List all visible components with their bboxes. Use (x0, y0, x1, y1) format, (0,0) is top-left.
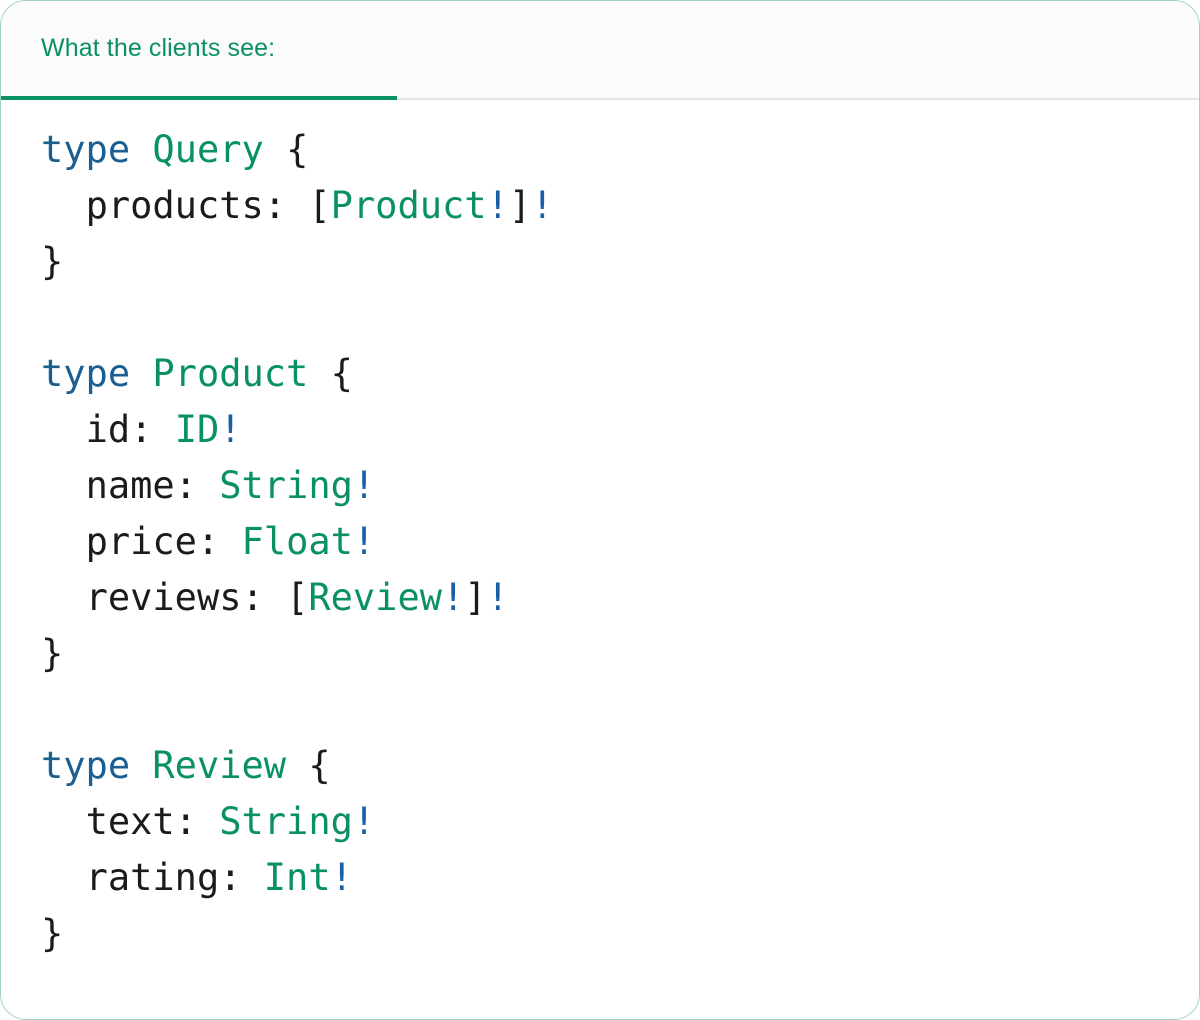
token-non-null-bang: ! (352, 520, 376, 563)
token-colon: : (130, 408, 153, 451)
token-non-null-bang: ! (486, 184, 509, 227)
token-type-name: Query (152, 128, 264, 171)
token-keyword: type (41, 744, 131, 787)
token-brace-close: } (41, 912, 64, 955)
token-bracket-open: [ (308, 184, 331, 227)
code-line-field: text: String! (41, 800, 376, 843)
tab-strip: What the clients see: (1, 1, 1199, 100)
token-non-null-bang: ! (442, 576, 465, 619)
token-brace-open: { (330, 352, 353, 395)
code-line-field: price: Float! (41, 520, 376, 563)
code-line-field: reviews: [Review!]! (41, 576, 509, 619)
token-colon: : (174, 800, 197, 843)
tab-label: What the clients see: (41, 34, 276, 62)
code-line-type-declaration: type Review { (41, 744, 331, 787)
code-line-field: products: [Product!]! (41, 184, 554, 227)
token-field-name: text (85, 800, 175, 843)
token-type-ref: Float (241, 520, 353, 563)
token-brace-close: } (41, 240, 64, 283)
token-non-null-bang-outer: ! (486, 576, 509, 619)
code-line-brace-close: } (41, 632, 63, 675)
code-line-type-declaration: type Product { (41, 352, 353, 395)
code-line-type-declaration: type Query { (41, 128, 308, 171)
token-brace-close: } (41, 632, 64, 675)
token-non-null-bang: ! (330, 856, 353, 899)
code-line-brace-close: } (41, 912, 63, 955)
token-non-null-bang-outer: ! (531, 184, 554, 227)
tab-what-the-clients-see[interactable]: What the clients see: (1, 1, 397, 100)
token-colon: : (174, 464, 197, 507)
token-field-name: products (85, 184, 264, 227)
token-keyword: type (41, 352, 131, 395)
token-type-ref: ID (174, 408, 220, 451)
token-type-name: Review (152, 744, 287, 787)
token-field-name: price (85, 520, 197, 563)
token-type-ref: Review (308, 576, 442, 619)
token-brace-open: { (286, 128, 309, 171)
token-field-name: name (85, 464, 175, 507)
token-colon: : (196, 520, 220, 563)
code-line-brace-close: } (41, 240, 63, 283)
token-field-name: rating (85, 856, 220, 899)
token-type-ref: String (219, 800, 353, 843)
code-line-field: name: String! (41, 464, 376, 507)
code-line-field: rating: Int! (41, 856, 353, 899)
token-colon: : (241, 576, 264, 619)
token-field-name: id (85, 408, 131, 451)
token-keyword: type (41, 128, 131, 171)
token-type-ref: String (219, 464, 353, 507)
token-colon: : (263, 184, 287, 227)
token-brace-open: { (308, 744, 331, 787)
token-non-null-bang: ! (219, 408, 242, 451)
token-bracket-close: ] (508, 184, 532, 227)
code-viewer: type Query { products: [Product!]! } typ… (1, 100, 1199, 1019)
token-type-ref: Int (263, 856, 331, 899)
token-type-name: Product (152, 352, 309, 395)
token-type-ref: Product (330, 184, 487, 227)
token-bracket-open: [ (286, 576, 309, 619)
token-non-null-bang: ! (352, 800, 376, 843)
graphql-schema-code[interactable]: type Query { products: [Product!]! } typ… (1, 122, 1199, 962)
code-line-field: id: ID! (41, 408, 242, 451)
token-bracket-close: ] (464, 576, 487, 619)
token-field-name: reviews (85, 576, 242, 619)
token-colon: : (219, 856, 242, 899)
token-non-null-bang: ! (352, 464, 376, 507)
